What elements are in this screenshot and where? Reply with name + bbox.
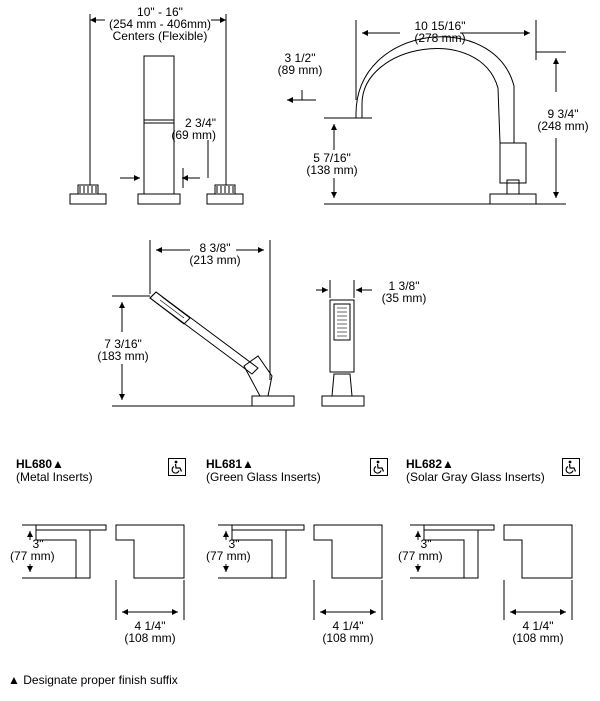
model-hl682: HL682▲ bbox=[406, 457, 454, 471]
spout-reach-line2: (278 mm) bbox=[414, 31, 466, 45]
handle-width-line1: 2 3/4" bbox=[185, 116, 216, 130]
spout-rise-line2: (89 mm) bbox=[277, 63, 323, 77]
handle-width-line2: (69 mm) bbox=[171, 128, 216, 142]
wheelchair-icon bbox=[370, 458, 388, 476]
shower-width-line2: (35 mm) bbox=[381, 291, 427, 305]
hl680-height-line1: 3" bbox=[32, 537, 44, 551]
triangle-icon: ▲ bbox=[242, 457, 254, 471]
left-valve bbox=[69, 184, 107, 205]
wheelchair-icon bbox=[168, 458, 186, 476]
outlet-height-line2: (138 mm) bbox=[306, 163, 358, 177]
shower-width-line1: 1 3/8" bbox=[388, 279, 420, 293]
hl682-height-line1: 3" bbox=[420, 537, 432, 551]
spout-height-line2: (248 mm) bbox=[537, 119, 589, 133]
model-hl682-desc: (Solar Gray Glass Inserts) bbox=[406, 470, 545, 484]
model-hl680: HL680▲ bbox=[16, 457, 64, 471]
centers-dim-line1: 10" - 16" bbox=[137, 5, 183, 19]
hl682-height-line2: (77 mm) bbox=[398, 549, 443, 563]
shower-height-line1: 7 3/16" bbox=[104, 337, 142, 351]
centers-dim-line3: Centers (Flexible) bbox=[112, 29, 208, 43]
hl681-height-line2: (77 mm) bbox=[206, 549, 251, 563]
spout-height-line1: 9 3/4" bbox=[547, 107, 579, 121]
shower-height-line2: (183 mm) bbox=[97, 349, 149, 363]
centers-dim-line2: (254 mm - 406mm) bbox=[108, 17, 212, 31]
outlet-height-line1: 5 7/16" bbox=[313, 151, 351, 165]
hand-shower-side bbox=[149, 291, 295, 407]
trim-variant-hl682 bbox=[423, 524, 573, 579]
hl681-width-line2: (108 mm) bbox=[322, 631, 374, 645]
wheelchair-icon bbox=[562, 458, 580, 476]
hl682-width-line2: (108 mm) bbox=[512, 631, 564, 645]
model-hl681: HL681▲ bbox=[206, 457, 254, 471]
hl681-height-line1: 3" bbox=[228, 537, 240, 551]
handle bbox=[137, 55, 181, 205]
shower-reach-line1: 8 3/8" bbox=[199, 241, 231, 255]
trim-variant-hl681 bbox=[231, 524, 383, 579]
right-valve bbox=[206, 184, 244, 205]
trim-variant-hl680 bbox=[35, 524, 185, 579]
shower-reach-line2: (213 mm) bbox=[189, 253, 241, 267]
model-hl680-desc: (Metal Inserts) bbox=[16, 470, 93, 484]
triangle-icon: ▲ bbox=[8, 673, 20, 687]
hl680-width-line1: 4 1/4" bbox=[134, 619, 166, 633]
triangle-icon: ▲ bbox=[52, 457, 64, 471]
hl681-width-line1: 4 1/4" bbox=[332, 619, 364, 633]
footnote-text: Designate proper finish suffix bbox=[23, 673, 178, 687]
triangle-icon: ▲ bbox=[442, 457, 454, 471]
model-hl681-desc: (Green Glass Inserts) bbox=[206, 470, 321, 484]
footnote: ▲ Designate proper finish suffix bbox=[8, 673, 178, 687]
hl680-width-line2: (108 mm) bbox=[124, 631, 176, 645]
spout bbox=[355, 36, 537, 205]
hl680-height-line2: (77 mm) bbox=[10, 549, 55, 563]
spout-rise-line1: 3 1/2" bbox=[284, 51, 316, 65]
hand-shower-front bbox=[321, 299, 365, 407]
spout-reach-line1: 10 15/16" bbox=[414, 19, 466, 33]
hl682-width-line1: 4 1/4" bbox=[522, 619, 554, 633]
